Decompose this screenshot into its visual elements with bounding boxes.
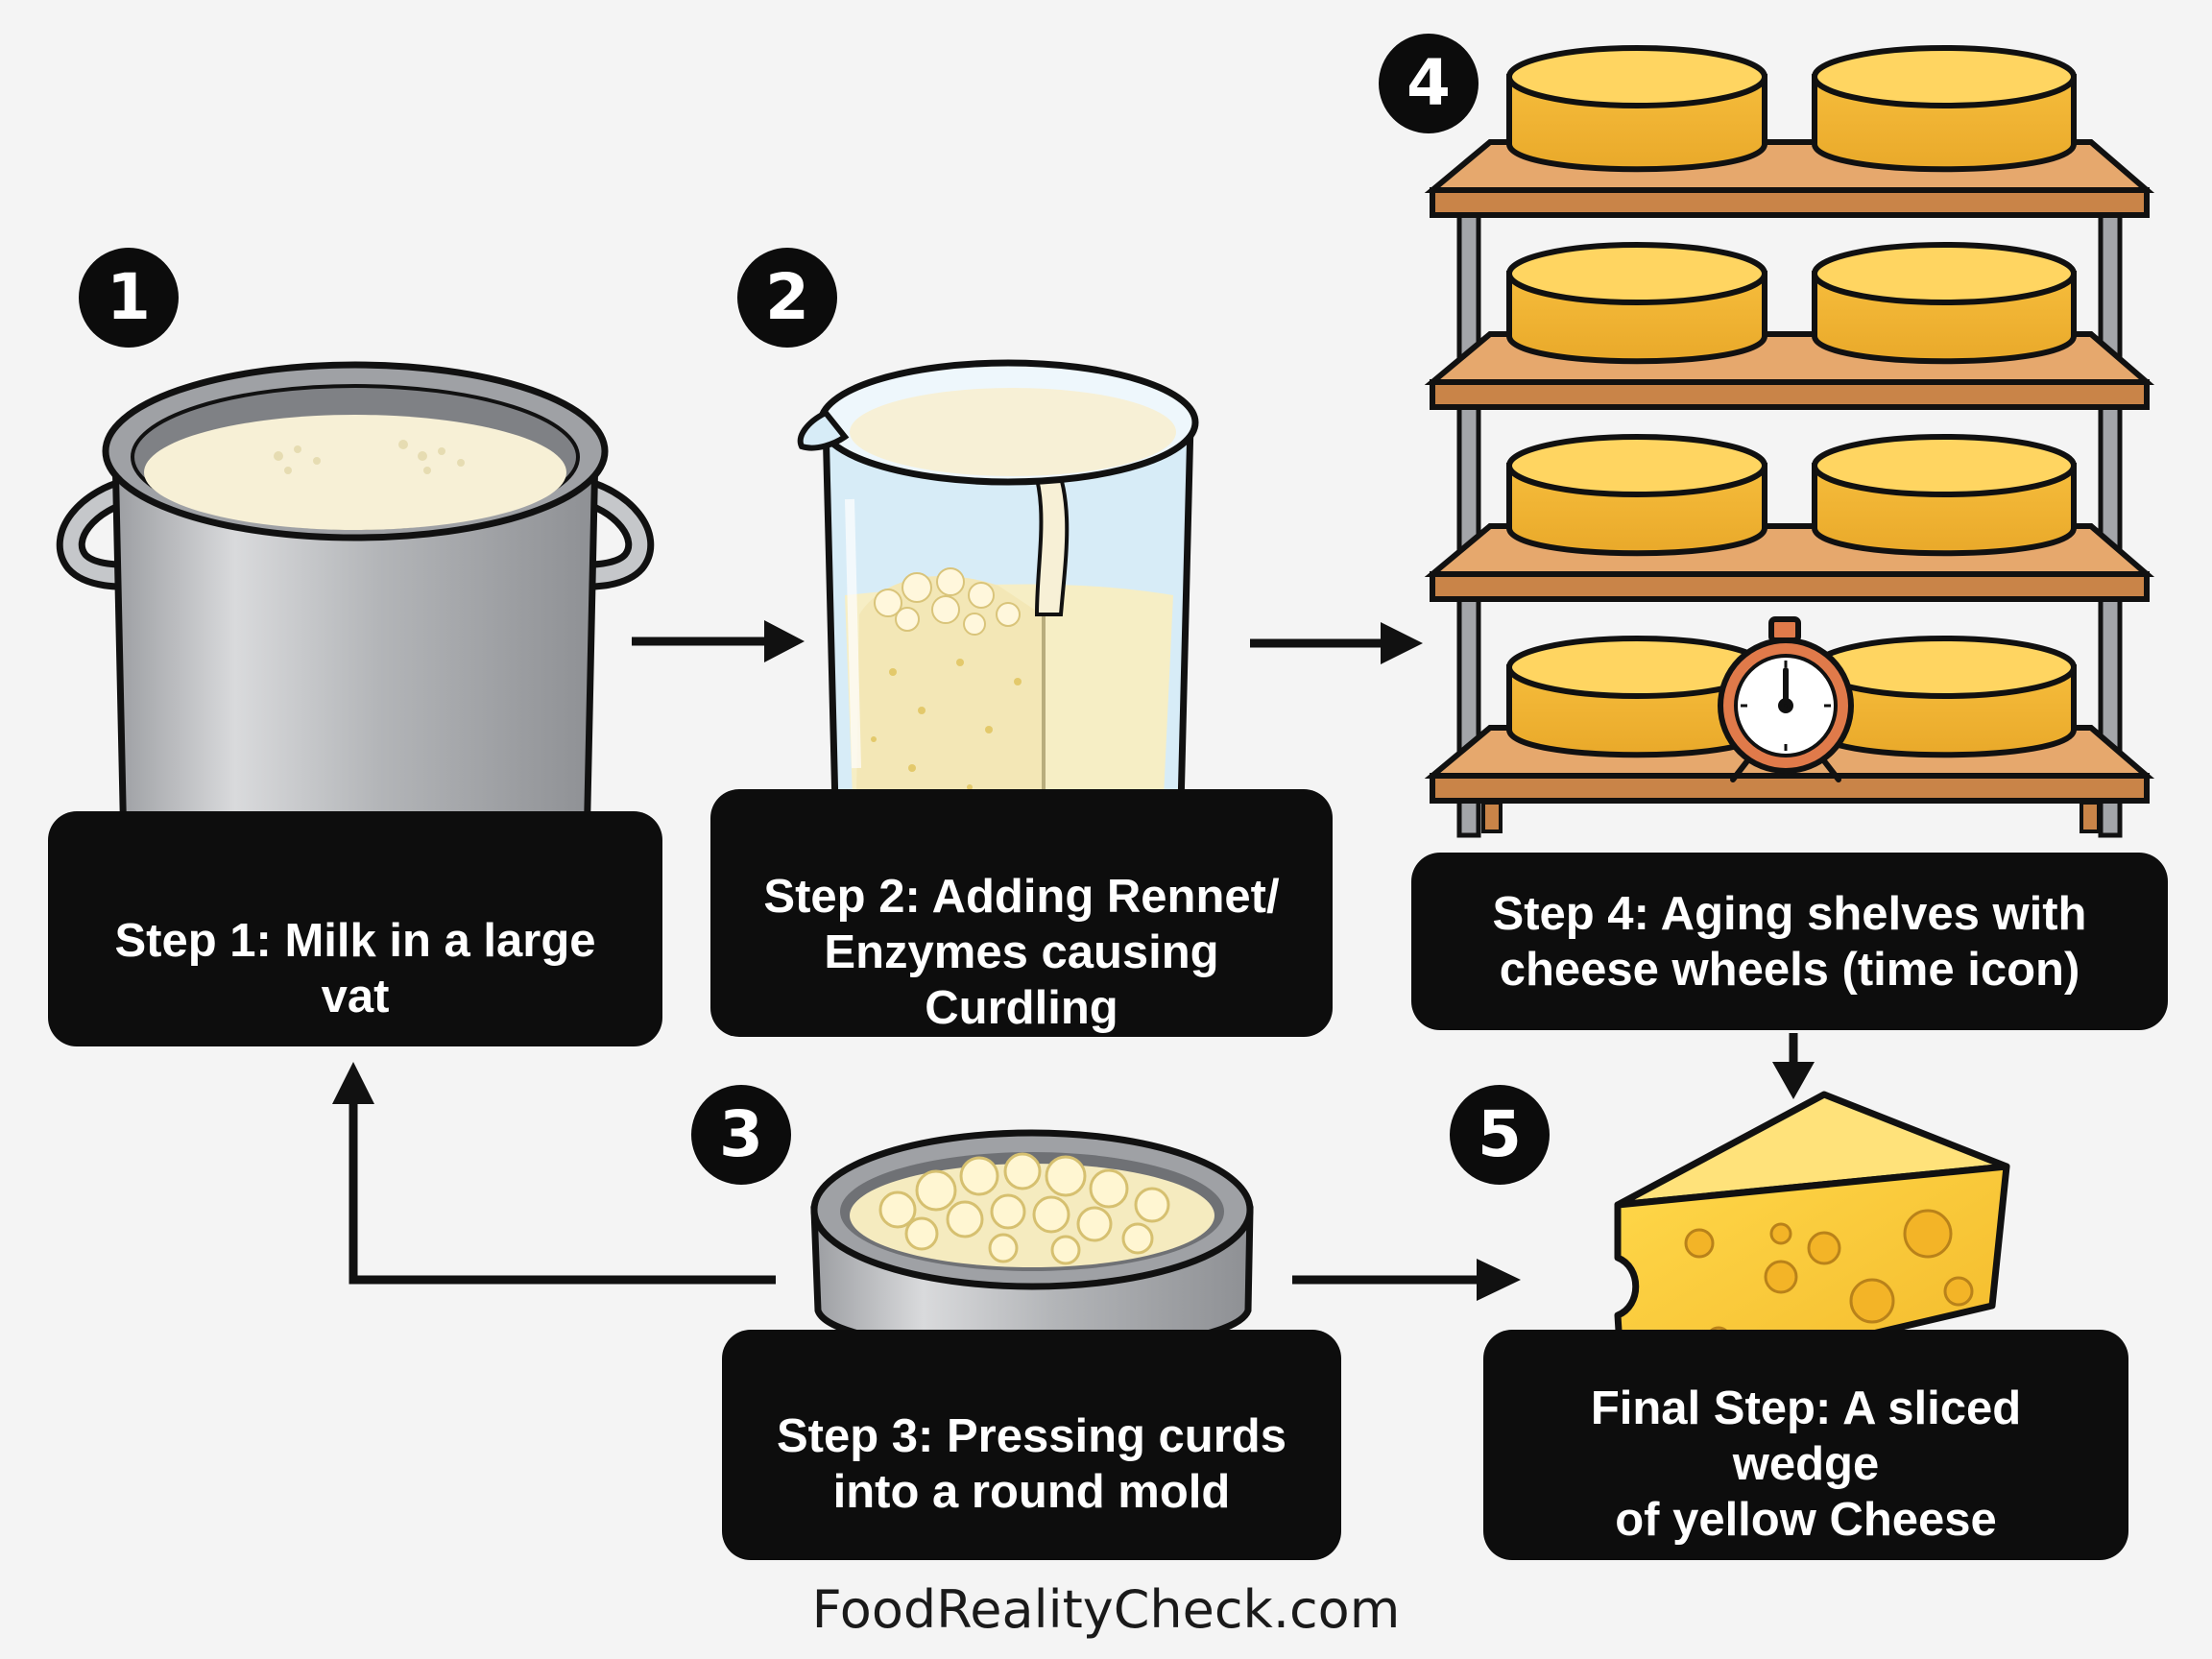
cheese-wheel xyxy=(1506,434,1767,557)
step-3-label: Step 3: Pressing curds into a round mold xyxy=(722,1330,1341,1560)
arrow-3-to-1 xyxy=(332,1062,776,1285)
cheese-wheel xyxy=(1812,434,2077,557)
cheese-wheel xyxy=(1812,45,2077,173)
cheese-wheel xyxy=(1506,242,1767,365)
curd-mold-icon xyxy=(810,1129,1254,1354)
footer-site-name: FoodRealityCheck.com xyxy=(811,1579,1401,1640)
step-2-label: Step 2: Adding Rennet/ Enzymes causing C… xyxy=(710,789,1333,1037)
arrow-4-to-5 xyxy=(1772,1033,1815,1099)
arrow-2-to-4 xyxy=(1250,622,1423,664)
aging-shelves-icon xyxy=(1424,45,2155,838)
step-4-label: Step 4: Aging shelves with cheese wheels… xyxy=(1411,853,2168,1030)
arrow-3-to-5 xyxy=(1292,1259,1521,1301)
cheese-wheel xyxy=(1506,45,1767,173)
step-3-number-badge: 3 xyxy=(691,1085,791,1185)
step-4-number-badge: 4 xyxy=(1379,34,1479,133)
beaker-curdling-icon xyxy=(797,359,1199,839)
cheese-wheels xyxy=(1506,45,2077,758)
step-5-label: Final Step: A sliced wedge of yellow Che… xyxy=(1483,1330,2128,1560)
arrow-1-to-2 xyxy=(632,620,805,662)
cheese-wheel xyxy=(1812,636,2077,758)
step-2-number-badge: 2 xyxy=(737,248,837,348)
clock-icon xyxy=(1718,616,1854,782)
cheese-wheel xyxy=(1812,242,2077,365)
cheese-wheel xyxy=(1506,636,1767,758)
step-5-number-badge: 5 xyxy=(1450,1085,1550,1185)
step-1-number-badge: 1 xyxy=(79,248,179,348)
step-1-label: Step 1: Milk in a large vat xyxy=(48,811,662,1046)
